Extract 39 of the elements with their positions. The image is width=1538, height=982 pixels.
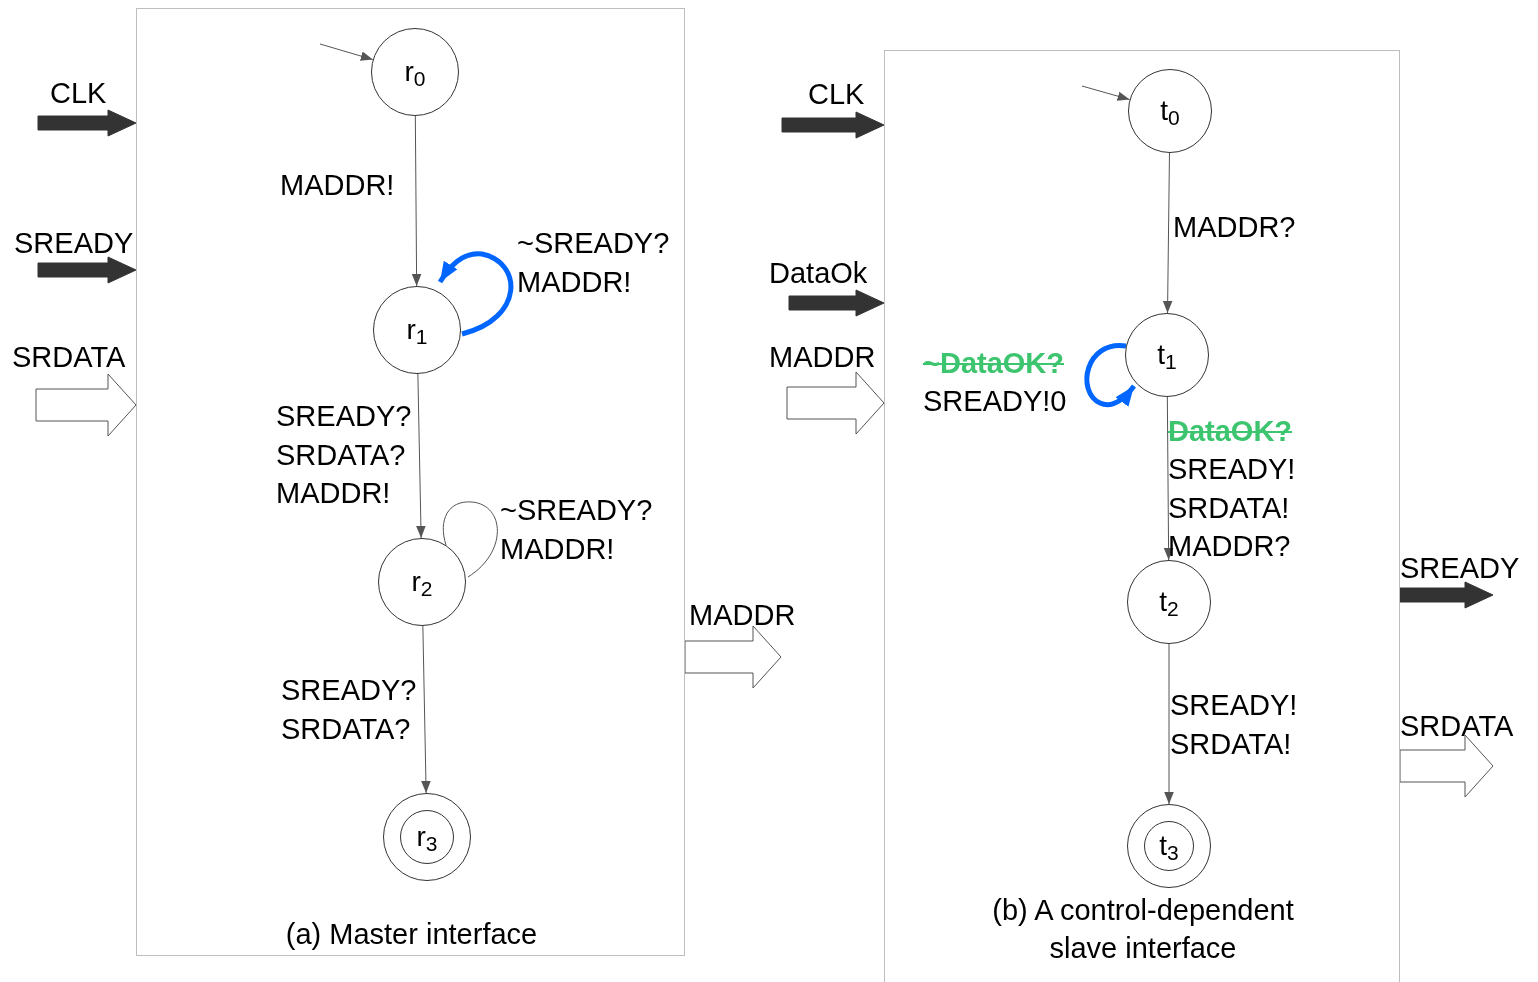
struck-out-label: ~DataOK? <box>923 346 1064 381</box>
panel-caption: (a) Master interface <box>284 917 539 952</box>
transition-arrow <box>421 625 431 794</box>
edge-label: SREADY!0 <box>923 384 1068 419</box>
edge-label: CLK <box>808 77 866 112</box>
signal-arrow <box>684 625 782 689</box>
edge-label: SREADY <box>1400 551 1521 586</box>
edge-label: SRDATA <box>12 340 127 375</box>
signal-arrow <box>788 289 885 317</box>
panel-caption: (b) A control-dependent slave interface <box>991 893 1295 966</box>
signal-arrow <box>786 371 885 435</box>
edge-label: MADDR <box>689 598 797 633</box>
transition-arrow <box>416 373 426 539</box>
edge-label: DataOk <box>769 256 869 291</box>
edge-label: ~SREADY? MADDR! <box>500 493 654 567</box>
signal-arrow <box>37 109 137 137</box>
edge-label: ~SREADY? MADDR! <box>517 226 671 300</box>
edge-label: MADDR <box>769 340 877 375</box>
edge-label: CLK <box>50 76 108 111</box>
interface-panel <box>884 50 1400 982</box>
edge-label: SRDATA <box>1400 709 1515 744</box>
edge-label: SREADY! SRDATA! <box>1170 688 1299 762</box>
self-loop-arrow <box>1084 343 1136 408</box>
signal-arrow <box>35 373 137 437</box>
transition-arrow <box>1164 643 1174 805</box>
self-loop-arrow <box>437 251 514 337</box>
transition-arrow <box>1162 152 1173 314</box>
edge-label: MADDR? <box>1173 210 1297 245</box>
edge-label: SREADY? SRDATA? <box>281 673 418 747</box>
edge-label: SREADY <box>14 226 135 261</box>
edge-label: SREADY? SRDATA? MADDR! <box>276 399 413 511</box>
struck-out-label: DataOK? <box>1168 414 1293 449</box>
signal-arrow <box>37 256 137 284</box>
edge-label: MADDR! <box>280 168 396 203</box>
signal-arrow <box>1399 581 1494 609</box>
transition-arrow <box>411 115 422 287</box>
signal-arrow <box>781 111 885 139</box>
interface-panel <box>136 8 685 956</box>
signal-arrow <box>1399 734 1494 798</box>
